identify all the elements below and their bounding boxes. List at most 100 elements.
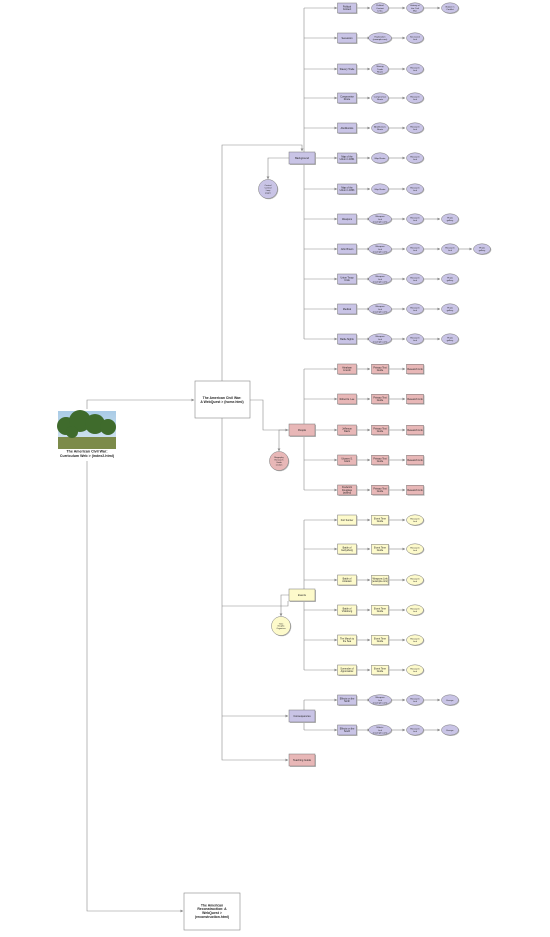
background-page-node[interactable] xyxy=(337,273,357,285)
background-link-node[interactable] xyxy=(368,333,392,345)
consequences-section-node[interactable] xyxy=(288,709,316,723)
events-page-node[interactable] xyxy=(337,543,357,555)
people-link-node[interactable] xyxy=(371,364,389,374)
teaching-guide-section-node[interactable] xyxy=(288,753,316,767)
events-section-node[interactable] xyxy=(288,588,316,602)
background-link-node[interactable] xyxy=(441,303,459,315)
background-link-node[interactable] xyxy=(371,2,389,14)
events-page-node[interactable] xyxy=(337,604,357,616)
background-note-node[interactable] xyxy=(258,179,278,199)
background-link-node[interactable] xyxy=(406,122,424,134)
consequences-page-node[interactable] xyxy=(337,694,357,706)
background-link-node[interactable] xyxy=(371,152,389,164)
people-page-node[interactable] xyxy=(337,424,357,436)
background-link-node[interactable] xyxy=(368,273,392,285)
background-link-node[interactable] xyxy=(406,213,424,225)
people-link-node[interactable] xyxy=(406,394,424,404)
events-page-node[interactable] xyxy=(337,634,357,646)
consequences-page-node[interactable] xyxy=(337,724,357,736)
events-link-node[interactable] xyxy=(406,574,424,586)
background-section-node[interactable] xyxy=(288,151,316,165)
background-page-node[interactable] xyxy=(337,2,357,14)
background-link-node[interactable] xyxy=(406,63,424,75)
events-page-node[interactable] xyxy=(337,664,357,676)
background-page-node[interactable] xyxy=(337,122,357,134)
events-note-node[interactable] xyxy=(271,616,291,636)
events-link-node[interactable] xyxy=(371,605,389,615)
background-link-node[interactable] xyxy=(406,92,424,104)
people-link-node[interactable] xyxy=(406,485,424,495)
events-link-node[interactable] xyxy=(406,664,424,676)
background-link-node[interactable] xyxy=(406,152,424,164)
consequences-link-node[interactable] xyxy=(406,724,424,736)
background-page-node[interactable] xyxy=(337,92,357,104)
background-link-node[interactable] xyxy=(406,303,424,315)
consequences-link-node[interactable] xyxy=(368,724,392,736)
background-page-node[interactable] xyxy=(337,243,357,255)
events-link-node[interactable] xyxy=(371,665,389,675)
background-link-node[interactable] xyxy=(371,183,389,195)
background-link-node[interactable] xyxy=(441,213,459,225)
people-page-node[interactable] xyxy=(337,363,357,375)
events-page-node[interactable] xyxy=(337,574,357,586)
background-page-node[interactable] xyxy=(337,63,357,75)
background-page-node[interactable] xyxy=(337,183,357,195)
people-link-node[interactable] xyxy=(371,425,389,435)
background-link-node[interactable] xyxy=(368,303,392,315)
events-link-node[interactable] xyxy=(371,544,389,554)
events-link-node[interactable] xyxy=(406,604,424,616)
people-link-node[interactable] xyxy=(406,425,424,435)
background-link-node[interactable] xyxy=(441,273,459,285)
consequences-link-node[interactable] xyxy=(368,694,392,706)
background-note-connector xyxy=(266,157,289,180)
people-link-node[interactable] xyxy=(371,394,389,404)
background-link-node[interactable] xyxy=(441,243,459,255)
consequences-link-node[interactable] xyxy=(441,694,459,706)
background-link-node[interactable] xyxy=(368,32,392,44)
background-link-node[interactable] xyxy=(406,243,424,255)
events-page-node[interactable] xyxy=(337,514,357,526)
background-link-node[interactable] xyxy=(406,2,424,14)
people-page-node[interactable] xyxy=(337,484,357,496)
people-link-node[interactable] xyxy=(406,364,424,374)
people-link-node[interactable] xyxy=(371,455,389,465)
events-link-node[interactable] xyxy=(406,543,424,555)
background-link-node[interactable] xyxy=(406,32,424,44)
events-link-node[interactable] xyxy=(371,575,389,585)
background-link-node[interactable] xyxy=(371,92,389,104)
background-link-node[interactable] xyxy=(441,2,459,14)
background-link-node[interactable] xyxy=(406,183,424,195)
background-page-node[interactable] xyxy=(337,152,357,164)
background-link-node[interactable] xyxy=(441,333,459,345)
background-link-node[interactable] xyxy=(371,63,389,75)
people-link-node[interactable] xyxy=(371,485,389,495)
background-link-node[interactable] xyxy=(473,243,491,255)
consequences-link-node[interactable] xyxy=(406,694,424,706)
events-link-node[interactable] xyxy=(371,515,389,525)
background-page-node[interactable] xyxy=(337,32,357,44)
consequences-link-node[interactable] xyxy=(441,724,459,736)
background-link-node[interactable] xyxy=(371,122,389,134)
background-page-node[interactable] xyxy=(337,303,357,315)
background-link-node[interactable] xyxy=(406,333,424,345)
people-section-node[interactable] xyxy=(288,423,316,437)
background-link-node[interactable] xyxy=(368,213,392,225)
people-page-node[interactable] xyxy=(337,393,357,405)
node-label: Events xyxy=(298,593,307,597)
people-note-node[interactable] xyxy=(269,451,289,471)
people-link-node[interactable] xyxy=(406,455,424,465)
reconstruction-webquest-node[interactable] xyxy=(183,892,241,931)
events-link-node[interactable] xyxy=(406,634,424,646)
people-page-node[interactable] xyxy=(337,454,357,466)
background-link-node[interactable] xyxy=(368,243,392,255)
background-page-node[interactable] xyxy=(337,213,357,225)
background-page-node[interactable] xyxy=(337,333,357,345)
background-link-node[interactable] xyxy=(406,273,424,285)
events-link-node[interactable] xyxy=(406,514,424,526)
events-link-node[interactable] xyxy=(371,635,389,645)
node-label: The American Civil War:A WebQuest > (hom… xyxy=(200,396,243,404)
main-webquest-node[interactable] xyxy=(194,380,251,419)
